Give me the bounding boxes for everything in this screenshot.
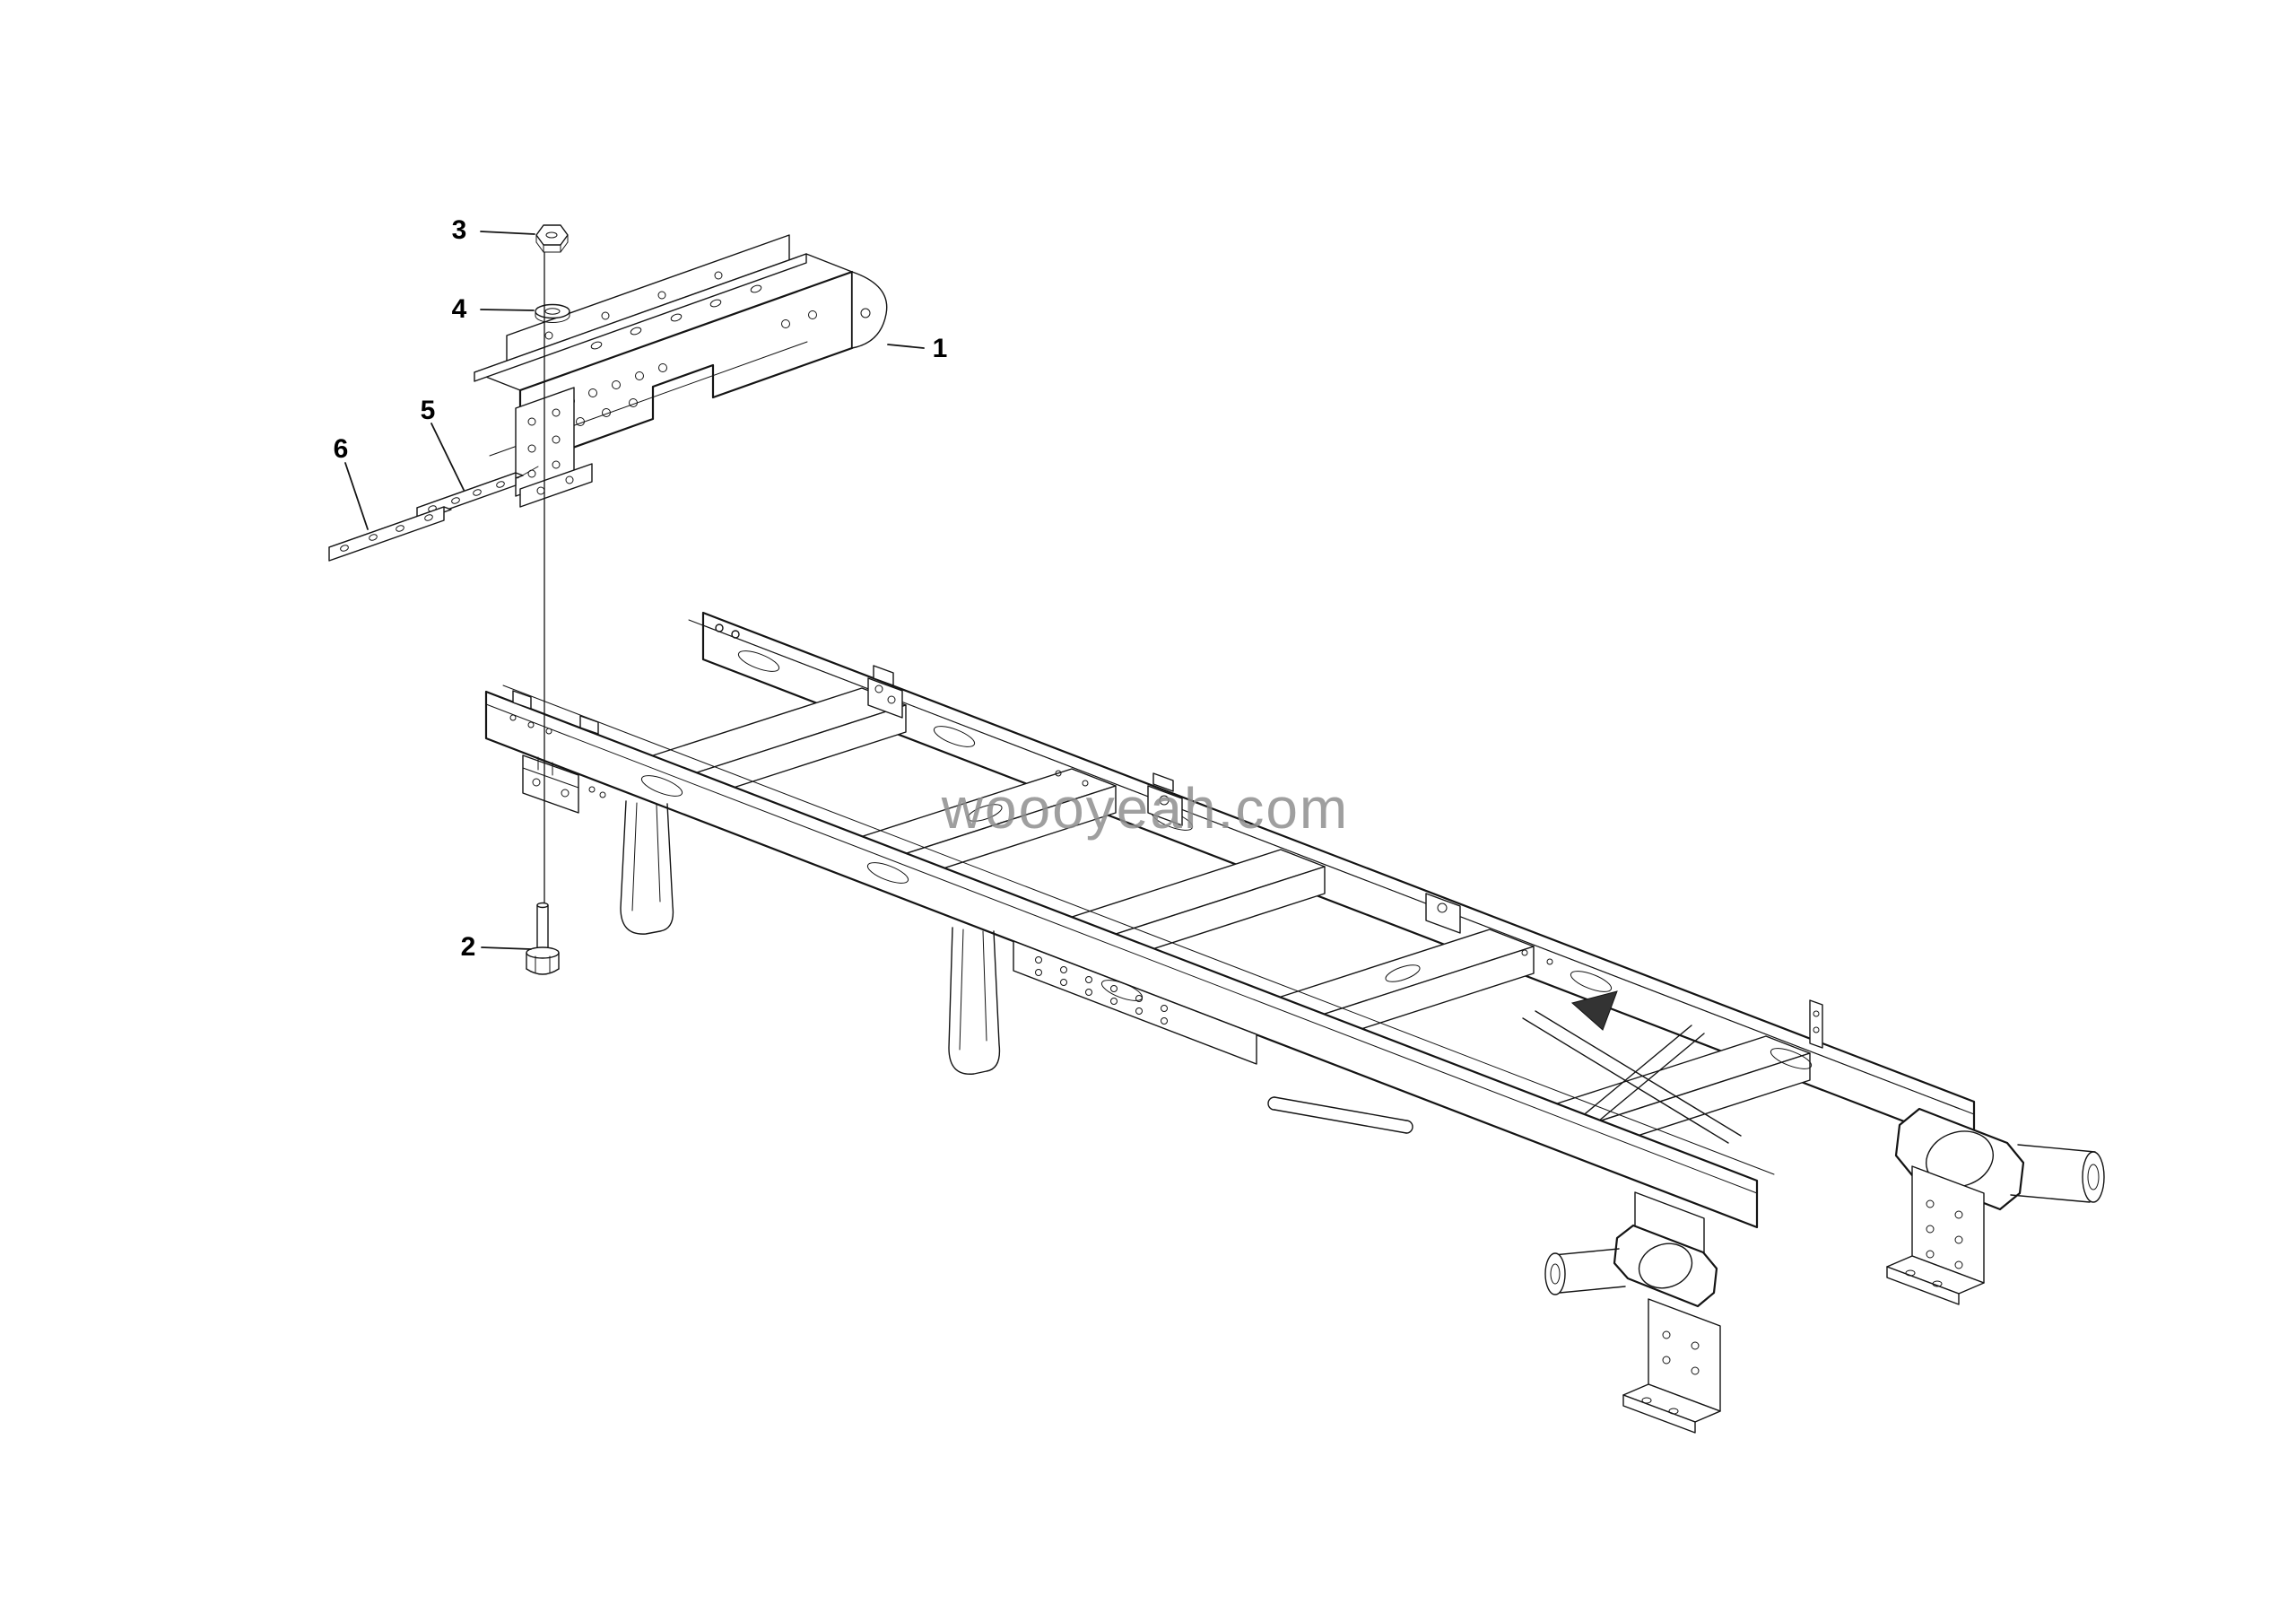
callout-5: 5 <box>420 396 436 425</box>
callout-2: 2 <box>460 932 476 962</box>
hanger-brackets <box>620 800 1001 1075</box>
rail-reinforcement-plate <box>1013 940 1257 1065</box>
callout-3: 3 <box>451 215 467 245</box>
callout-2-leader <box>481 946 532 950</box>
plate-part-6 <box>328 506 452 562</box>
cross-members <box>644 687 1811 1151</box>
leader-lines <box>344 231 925 950</box>
rail-brackets <box>867 665 1823 1049</box>
nut-part-3 <box>535 224 569 253</box>
gusset-plate <box>1570 990 1618 1031</box>
chassis-frame <box>484 611 2105 1434</box>
mount-feet <box>1622 1165 1985 1434</box>
callout-3-leader <box>480 231 535 235</box>
rear-tab <box>1809 999 1823 1049</box>
callout-6: 6 <box>333 434 349 464</box>
rear-mounts <box>1544 1107 2105 1308</box>
callout-6-leader <box>344 462 369 530</box>
callout-1: 1 <box>932 334 948 363</box>
slot-bar <box>1267 1096 1413 1134</box>
watermark: woooyeah.com <box>941 776 1350 841</box>
callout-4: 4 <box>451 294 467 324</box>
bracket-part-1 <box>474 234 888 508</box>
cab-mount-bracket <box>522 754 606 814</box>
near-rail <box>484 685 1775 1229</box>
bolt-part-2 <box>526 902 560 975</box>
callout-5-leader <box>430 423 465 491</box>
callout-1-leader <box>887 344 925 349</box>
